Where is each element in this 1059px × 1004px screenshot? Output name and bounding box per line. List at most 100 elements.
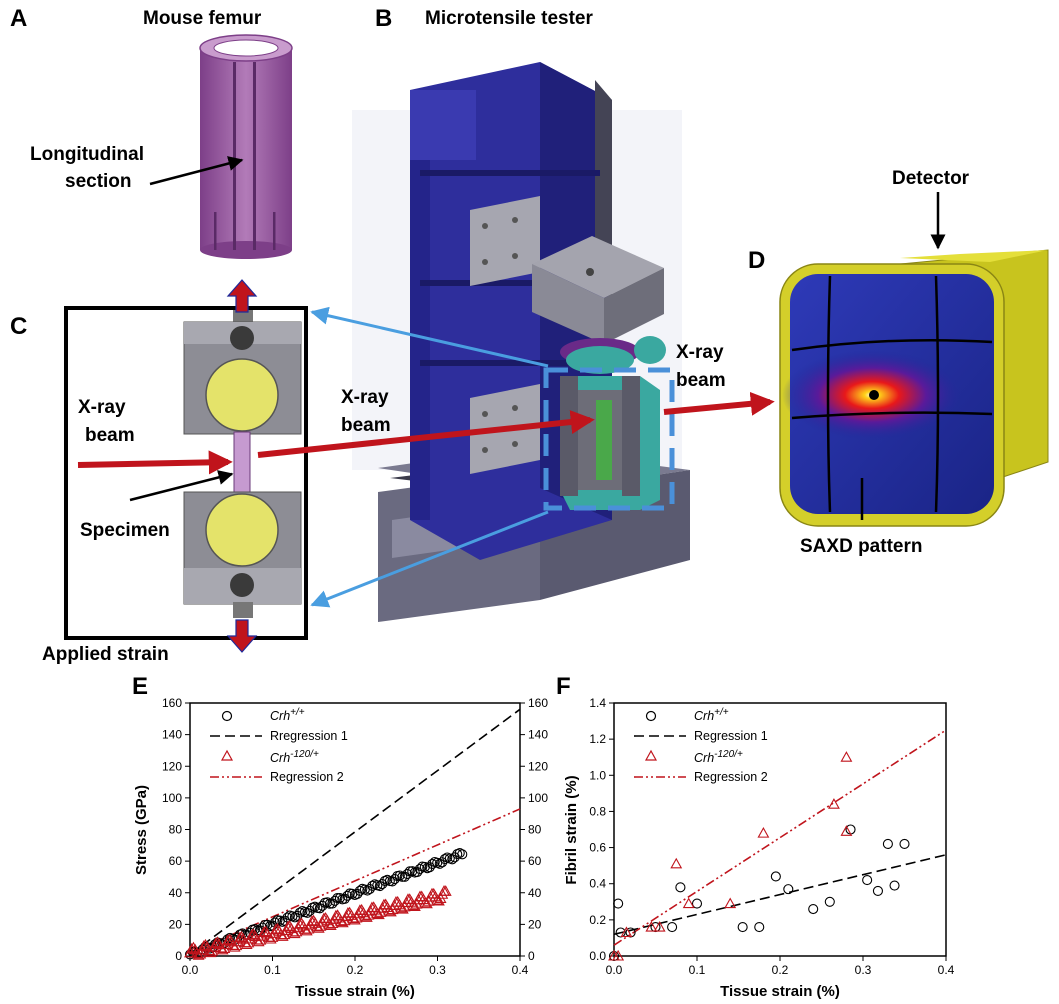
panel-b-beam-line1: X-ray [341, 387, 389, 408]
data-point-triangle [407, 899, 420, 910]
data-point-circle [309, 901, 320, 912]
y2-tick-label: 40 [528, 886, 542, 900]
legend-e-s2: Crh-120/+ [270, 749, 319, 765]
regression-line [189, 808, 521, 954]
y2-tick-label: 60 [528, 854, 542, 868]
y-tick-label: 0.2 [589, 913, 606, 927]
data-point-triangle [269, 923, 282, 935]
data-point-circle [783, 884, 794, 895]
detector-label: Detector [892, 168, 970, 189]
legend-f-circle-marker [645, 710, 657, 722]
data-point-circle [457, 849, 468, 860]
data-point-triangle [228, 940, 241, 952]
chart-f-xlabel: Tissue strain (%) [720, 983, 840, 1000]
data-point-triangle [682, 897, 695, 909]
data-point-triangle [204, 946, 217, 958]
data-point-triangle [185, 942, 198, 954]
data-point-triangle [724, 897, 737, 909]
y-tick-label: 1.2 [589, 732, 606, 746]
chart-e-legend: Crh+/+ Rregression 1 Crh-120/+ Regressio… [210, 707, 348, 784]
data-point-circle [324, 898, 335, 909]
panel-letter-c: C [10, 313, 27, 340]
x-tick-label: 0.0 [606, 963, 623, 977]
y-tick-label: 40 [169, 886, 183, 900]
y2-tick-label: 100 [528, 791, 548, 805]
applied-strain-arrows [226, 279, 258, 653]
chart-f-ylabel: Fibril strain (%) [563, 775, 580, 884]
data-point-circle [770, 871, 781, 882]
data-point-circle [354, 885, 365, 896]
data-point-circle [872, 885, 883, 896]
y-tick-label: 0.8 [589, 804, 606, 818]
legend-f-r1: Regression 1 [694, 729, 768, 743]
data-point-triangle [276, 930, 289, 941]
data-point-circle [691, 898, 703, 909]
y-tick-label: 20 [169, 917, 183, 931]
data-point-circle [414, 863, 425, 875]
data-point-circle [332, 893, 343, 904]
data-point-circle [439, 853, 450, 865]
y2-tick-label: 80 [528, 823, 542, 837]
specimen-arrow [129, 470, 234, 502]
data-point-circle [334, 892, 345, 904]
y-tick-label: 0.4 [589, 877, 606, 891]
data-point-circle [387, 876, 398, 887]
clamp-assembly [183, 310, 302, 618]
data-point-circle [404, 866, 415, 877]
femur-illustration [199, 34, 293, 259]
panel-c-beam-arrow [77, 450, 233, 475]
chart-e-points [184, 848, 468, 960]
data-point-triangle [312, 922, 325, 933]
data-point-triangle [359, 909, 372, 921]
x-tick-label: 0.0 [182, 963, 199, 977]
zoom-line-top [310, 306, 549, 368]
data-point-circle [394, 870, 405, 881]
data-point-triangle [252, 935, 265, 947]
x-tick-label: 0.1 [264, 963, 281, 977]
panel-letter-d: D [748, 247, 765, 274]
y2-tick-label: 140 [528, 728, 548, 742]
data-point-circle [737, 922, 748, 933]
data-point-triangle [828, 798, 840, 809]
y2-tick-label: 20 [528, 917, 542, 931]
data-point-circle [382, 874, 393, 885]
data-point-circle [314, 903, 325, 914]
data-point-triangle [288, 927, 301, 939]
y-tick-label: 80 [169, 823, 183, 837]
y-tick-label: 1.4 [589, 696, 606, 710]
data-point-circle [402, 868, 413, 880]
data-point-triangle [439, 885, 452, 896]
data-point-triangle [427, 887, 440, 899]
data-point-triangle [653, 920, 666, 932]
panel-b-title: Microtensile tester [425, 8, 593, 29]
panel-a-title: Mouse femur [143, 8, 262, 29]
data-point-triangle [840, 825, 853, 836]
zoom-line-bottom [310, 510, 549, 608]
data-point-circle [389, 874, 400, 885]
data-point-triangle [300, 924, 313, 936]
panel-c-box [64, 306, 308, 640]
specimen-label: Specimen [80, 520, 170, 541]
data-point-triangle [197, 940, 210, 951]
x-tick-label: 0.4 [938, 963, 955, 977]
data-point-triangle [216, 943, 229, 955]
y-tick-label: 140 [162, 728, 182, 742]
detector-illustration [779, 249, 1049, 527]
panel-d-beam-arrow [663, 391, 775, 416]
specimen-zoom-box [543, 367, 675, 511]
panel-letter-a: A [10, 5, 27, 32]
regression-line [613, 729, 947, 946]
data-point-circle [824, 896, 835, 907]
chart-f-regression-lines [613, 729, 947, 946]
y2-tick-label: 160 [528, 696, 548, 710]
panel-d-beam-line1: X-ray [676, 342, 724, 363]
data-point-triangle [419, 896, 432, 908]
panel-b-beam-arrow [257, 410, 595, 458]
x-tick-label: 0.4 [512, 963, 529, 977]
data-point-circle [412, 866, 423, 878]
longitudinal-label-line1: Longitudinal [30, 144, 144, 165]
